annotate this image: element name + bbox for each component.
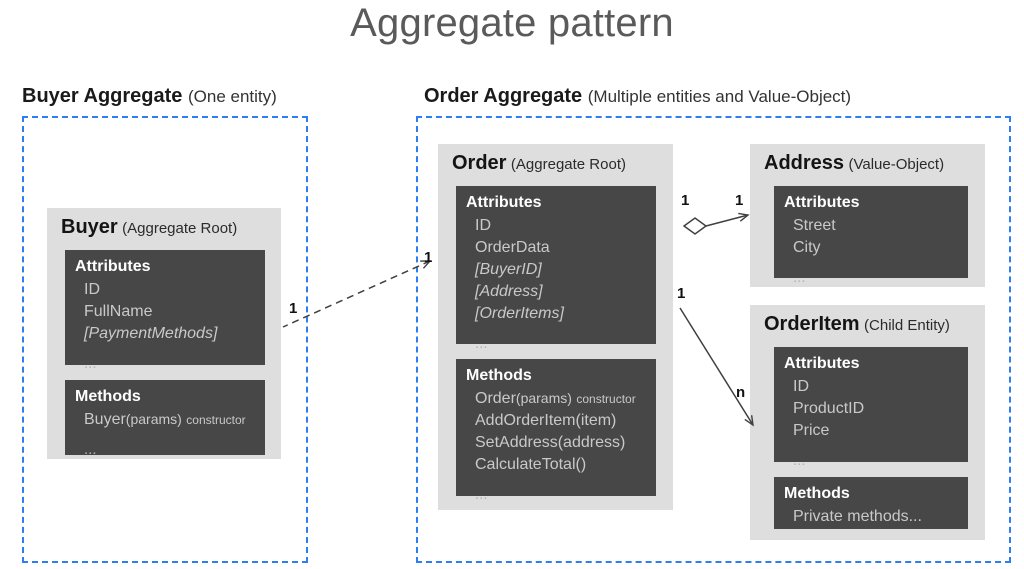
orderitem-attribute-id: ID xyxy=(793,378,809,396)
buyer-method-constructor-note: constructor xyxy=(186,413,246,428)
buyer-methods-ellipsis: ... xyxy=(84,441,97,459)
order-name: Order xyxy=(452,152,507,174)
page-title: Aggregate pattern xyxy=(350,1,674,45)
multiplicity-buyer-side: 1 xyxy=(289,300,298,317)
orderitem-attributes-panel: Attributes ID ProductID Price ... xyxy=(774,347,968,469)
address-card-title: Address (Value-Object) xyxy=(764,153,944,173)
order-attribute-orderdata: OrderData xyxy=(475,239,550,257)
buyer-card-title: Buyer (Aggregate Root) xyxy=(61,217,237,237)
address-attributes-ellipsis: ... xyxy=(793,269,806,287)
order-aggregate-name: Order Aggregate xyxy=(424,85,583,107)
order-method-addorderitem: AddOrderItem(item) xyxy=(475,412,617,430)
entity-card-order[interactable]: Order (Aggregate Root) Attributes ID Ord… xyxy=(438,144,673,510)
order-kind: (Aggregate Root) xyxy=(510,156,626,173)
address-kind: (Value-Object) xyxy=(848,156,945,173)
address-attributes-panel: Attributes Street City ... xyxy=(774,186,968,286)
address-attribute-city: City xyxy=(793,239,821,257)
orderitem-name: OrderItem xyxy=(764,313,860,335)
order-attribute-orderitems: [OrderItems] xyxy=(475,305,564,323)
orderitem-methods-panel: Methods Private methods... xyxy=(774,477,968,529)
order-attribute-id: ID xyxy=(475,217,491,235)
orderitem-attributes-ellipsis: ... xyxy=(793,452,806,470)
order-method-constructor-note: constructor xyxy=(576,392,636,407)
multiplicity-order-to-orderitem-target: n xyxy=(736,384,746,401)
orderitem-methods-heading: Methods xyxy=(784,485,850,502)
address-name: Address xyxy=(764,152,845,174)
order-methods-ellipsis: ... xyxy=(475,486,488,504)
order-methods-panel: Methods Order(params) constructor AddOrd… xyxy=(456,359,656,503)
order-card-title: Order (Aggregate Root) xyxy=(452,153,626,173)
order-attributes-panel: Attributes ID OrderData [BuyerID] [Addre… xyxy=(456,186,656,352)
entity-card-orderitem[interactable]: OrderItem (Child Entity) Attributes ID P… xyxy=(750,305,985,540)
buyer-attribute-id: ID xyxy=(84,281,100,299)
orderitem-attribute-productid: ProductID xyxy=(793,400,865,418)
order-attribute-address: [Address] xyxy=(475,283,543,301)
buyer-attribute-paymentmethods: [PaymentMethods] xyxy=(84,325,218,343)
buyer-methods-heading: Methods xyxy=(75,388,141,405)
multiplicity-order-to-address-source: 1 xyxy=(681,192,690,209)
orderitem-card-title: OrderItem (Child Entity) xyxy=(764,314,950,334)
order-method-calculatetotal: CalculateTotal() xyxy=(475,456,587,474)
buyer-aggregate-name: Buyer Aggregate xyxy=(22,85,183,107)
orderitem-method-private: Private methods... xyxy=(793,508,922,526)
address-attribute-street: Street xyxy=(793,217,836,235)
entity-card-buyer[interactable]: Buyer (Aggregate Root) Attributes ID Ful… xyxy=(47,208,281,459)
order-methods-heading: Methods xyxy=(466,367,532,384)
order-method-constructor-name: Order xyxy=(475,390,516,408)
multiplicity-order-to-address-target: 1 xyxy=(735,192,744,209)
buyer-attributes-heading: Attributes xyxy=(75,258,151,275)
order-attributes-ellipsis: ... xyxy=(475,335,488,353)
buyer-attributes-panel: Attributes ID FullName [PaymentMethods] … xyxy=(65,250,265,372)
order-method-constructor-params: (params) xyxy=(515,390,572,407)
buyer-kind: (Aggregate Root) xyxy=(122,220,238,237)
buyer-aggregate-boundary xyxy=(22,116,308,563)
buyer-aggregate-subtitle: (One entity) xyxy=(187,87,277,106)
buyer-method-constructor: Buyer(params) constructor xyxy=(84,409,255,431)
multiplicity-order-to-buyer-source: 1 xyxy=(424,249,433,266)
entity-card-address[interactable]: Address (Value-Object) Attributes Street… xyxy=(750,144,985,287)
order-attribute-buyerid: [BuyerID] xyxy=(475,261,542,279)
orderitem-attribute-price: Price xyxy=(793,422,830,440)
orderitem-attributes-heading: Attributes xyxy=(784,355,860,372)
buyer-attributes-ellipsis: ... xyxy=(84,355,97,373)
orderitem-kind: (Child Entity) xyxy=(864,317,950,334)
buyer-attribute-fullname: FullName xyxy=(84,303,153,321)
order-aggregate-boundary xyxy=(416,116,1011,563)
buyer-aggregate-heading: Buyer Aggregate (One entity) xyxy=(22,86,277,106)
order-attributes-heading: Attributes xyxy=(466,194,542,211)
order-aggregate-heading: Order Aggregate (Multiple entities and V… xyxy=(424,86,851,106)
order-method-setaddress: SetAddress(address) xyxy=(475,434,626,452)
address-attributes-heading: Attributes xyxy=(784,194,860,211)
buyer-method-constructor-name: Buyer xyxy=(84,411,126,429)
order-method-constructor: Order(params) constructor xyxy=(475,388,646,410)
order-aggregate-subtitle: (Multiple entities and Value-Object) xyxy=(587,87,852,106)
buyer-name: Buyer xyxy=(61,216,118,238)
buyer-methods-panel: Methods Buyer(params) constructor ... xyxy=(65,380,265,458)
multiplicity-order-to-orderitem-source: 1 xyxy=(677,285,686,302)
buyer-method-constructor-params: (params) xyxy=(125,411,182,428)
